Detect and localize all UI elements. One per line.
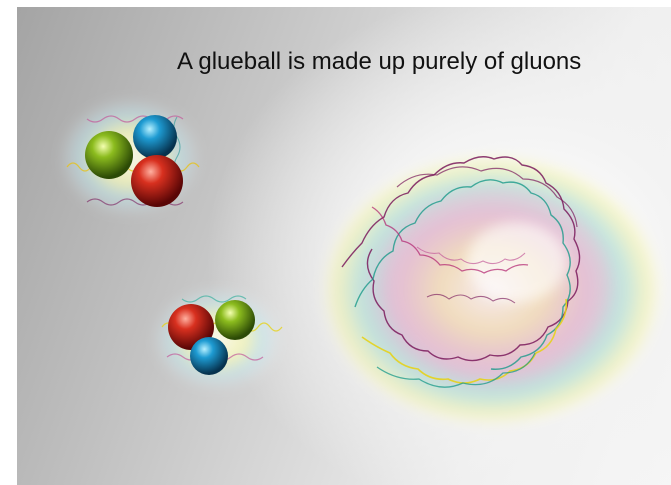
red-quark — [131, 155, 183, 207]
caption-text: A glueball is made up purely of gluons — [177, 48, 582, 75]
particle-illustration — [58, 97, 667, 430]
baryon-top-left — [58, 97, 202, 217]
illustration-canvas: A glueball is made up purely of gluons — [17, 7, 671, 485]
green-quark — [215, 300, 255, 340]
blue-quark — [133, 115, 177, 159]
blue-quark — [190, 337, 228, 375]
glueball — [317, 150, 667, 430]
green-quark — [85, 131, 133, 179]
baryon-lower-left — [151, 287, 283, 391]
